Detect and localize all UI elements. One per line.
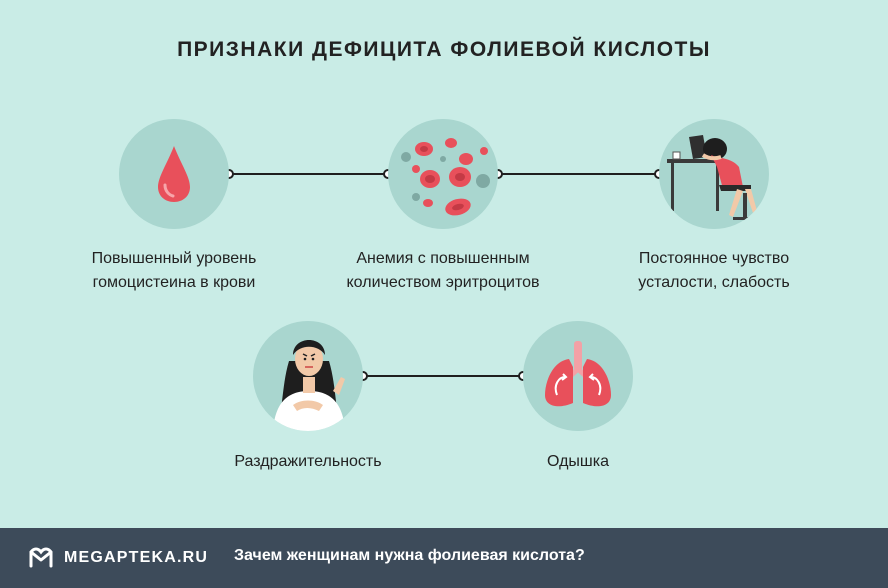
- sign-circle-homocysteine: [119, 119, 229, 229]
- tired-woman-at-desk-icon: [667, 135, 757, 220]
- caption-line: Раздражительность: [234, 453, 382, 470]
- sign-circle-anemia: [388, 119, 498, 229]
- page-title: ПРИЗНАКИ ДЕФИЦИТА ФОЛИЕВОЙ КИСЛОТЫ: [177, 38, 711, 61]
- irritated-woman-icon: [273, 340, 345, 431]
- blood-drop-icon: [158, 146, 190, 202]
- sign-circle-irritability: [253, 321, 363, 431]
- sign-caption-anemia: Анемия с повышенным количеством эритроци…: [323, 247, 563, 295]
- caption-line: количеством эритроцитов: [346, 274, 540, 291]
- caption-line: Анемия с повышенным: [356, 250, 530, 267]
- caption-line: Постоянное чувство: [638, 250, 790, 267]
- caption-line: Повышенный уровень: [91, 250, 257, 267]
- brand-logo[interactable]: MEGAPTEKA.RU: [28, 546, 208, 570]
- sign-caption-fatigue: Постоянное чувство усталости, слабость: [594, 247, 834, 295]
- article-title: Зачем женщинам нужна фолиевая кислота?: [234, 547, 585, 564]
- brand-name: MEGAPTEKA.RU: [64, 549, 209, 566]
- caption-line: гомоцистеина в крови: [92, 274, 256, 291]
- footer-bar: MEGAPTEKA.RU Зачем женщинам нужна фолиев…: [0, 528, 888, 588]
- caption-line: Одышка: [546, 453, 609, 470]
- lungs-icon: [545, 341, 611, 407]
- megapteka-logo-icon: [29, 547, 53, 568]
- sign-circle-dyspnea: [523, 321, 633, 431]
- sign-caption-dyspnea: Одышка: [458, 450, 698, 474]
- red-blood-cells-icon: [401, 138, 490, 216]
- sign-circle-fatigue: [659, 119, 769, 229]
- caption-line: усталости, слабость: [638, 274, 790, 291]
- sign-caption-irritability: Раздражительность: [188, 450, 428, 474]
- sign-caption-homocysteine: Повышенный уровень гомоцистеина в крови: [54, 247, 294, 295]
